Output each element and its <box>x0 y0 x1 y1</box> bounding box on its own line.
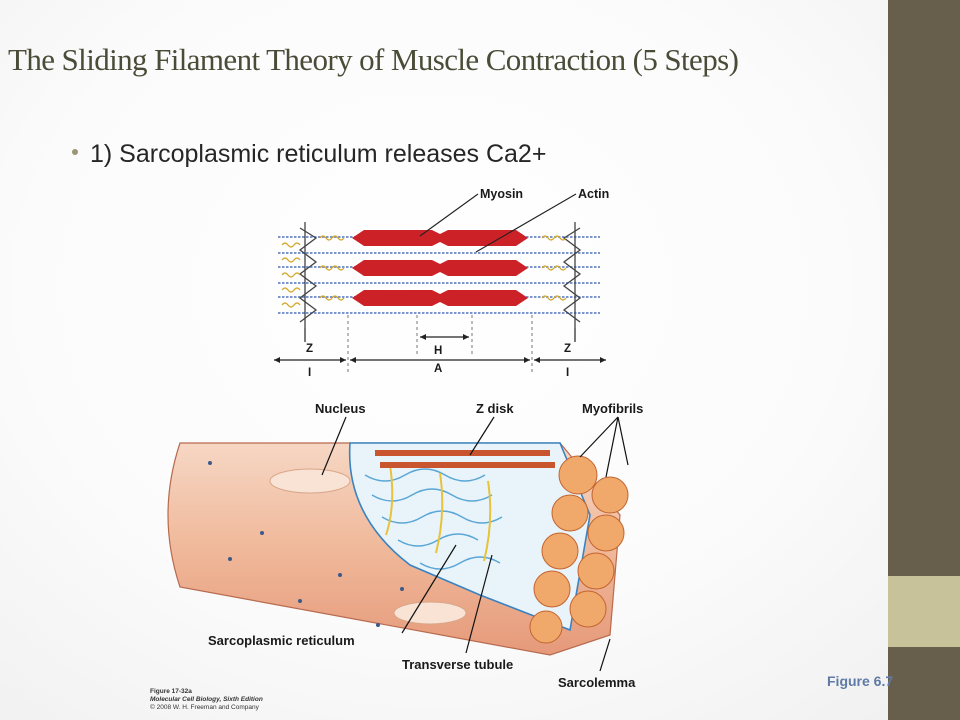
bullet-text: 1) Sarcoplasmic reticulum releases Ca2+ <box>90 140 547 168</box>
label-actin: Actin <box>578 187 609 201</box>
bullet-item: 1) Sarcoplasmic reticulum releases Ca2+ <box>72 140 546 169</box>
label-myosin: Myosin <box>480 187 523 201</box>
fiber-leader-lines <box>321 416 629 672</box>
credit-copyright: © 2008 W. H. Freeman and Company <box>150 704 259 711</box>
credit-figure: Figure 17-32a <box>150 688 192 695</box>
t-tubules <box>385 464 492 562</box>
slide-title: The Sliding Filament Theory of Muscle Co… <box>8 42 739 77</box>
label-z-left: Z <box>306 343 313 355</box>
muscle-fiber-diagram: Nucleus Z disk Myofibrils Sarcoplasmic r… <box>167 401 643 690</box>
label-h: H <box>434 345 442 357</box>
nucleus-shape-lower <box>393 601 467 625</box>
label-myofibrils: Myofibrils <box>582 401 643 416</box>
sarcomere-diagram: Myosin Actin Z Z H A I I <box>274 187 609 379</box>
titin-springs <box>281 235 567 308</box>
label-nucleus: Nucleus <box>315 401 366 416</box>
label-sarcolemma: Sarcolemma <box>558 675 636 690</box>
label-a: A <box>434 363 442 375</box>
myofibril-ends <box>529 455 629 644</box>
figure-label: Figure 6.7 <box>827 673 894 689</box>
label-i-right: I <box>566 367 569 379</box>
dimension-arrows <box>274 328 606 361</box>
fiber-dots <box>208 461 404 627</box>
nucleus-shape <box>269 468 351 494</box>
myofibril-strands <box>375 450 555 468</box>
label-z-right: Z <box>564 343 571 355</box>
label-z-disk: Z disk <box>476 401 514 416</box>
label-sarcoplasmic-reticulum: Sarcoplasmic reticulum <box>208 633 355 648</box>
arrow-heads <box>274 334 606 363</box>
dashed-boundaries <box>347 315 533 372</box>
bullet-dot-icon <box>72 149 78 156</box>
figure-credit: Figure 17-32a Molecular Cell Biology, Si… <box>150 688 263 712</box>
myosin-filaments <box>352 230 528 306</box>
z-lines <box>298 222 582 328</box>
label-i-left: I <box>308 367 311 379</box>
leader-lines <box>419 193 577 253</box>
credit-book: Molecular Cell Biology, Sixth Edition <box>150 696 263 703</box>
label-transverse-tubule: Transverse tubule <box>402 657 513 672</box>
sidebar-accent <box>888 576 960 647</box>
